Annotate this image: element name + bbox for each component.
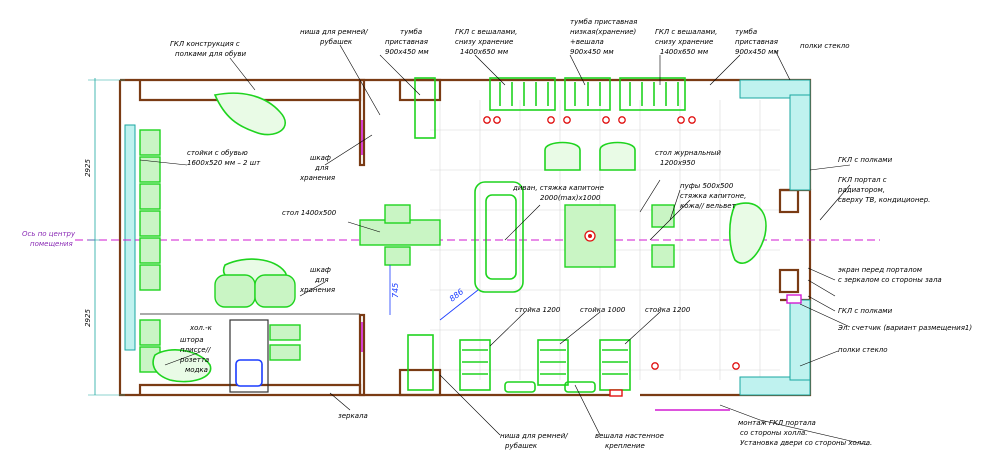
label-cabinet-top-3: хранения bbox=[299, 174, 335, 182]
label-rack-1000: стойка 1000 bbox=[580, 306, 626, 314]
label-cabinet-top-2: для bbox=[314, 164, 329, 172]
label-shoe-racks-2: 1600х520 мм – 2 шт bbox=[187, 159, 261, 167]
label-gkl-shelves-r2: ГКЛ с полками bbox=[838, 307, 893, 315]
decor-blobs bbox=[152, 92, 767, 383]
glass-shelf-top bbox=[739, 79, 811, 99]
label-portal-mount-3: Установка двери со стороны холла. bbox=[740, 439, 872, 447]
label-curtain: штора bbox=[180, 336, 204, 344]
label-sofa-2: 2000(max)х1000 bbox=[540, 194, 601, 202]
label-cabinet-bottom: шкаф bbox=[310, 266, 331, 274]
label-glass-shelves-top: полки стекло bbox=[800, 42, 850, 50]
label-curtain-4: модка bbox=[185, 366, 208, 374]
dimension-886: 886 bbox=[448, 287, 466, 304]
poufs bbox=[651, 204, 675, 268]
label-poufs: пуфы 500х500 bbox=[680, 182, 734, 190]
label-fridge: хол.-к bbox=[189, 324, 213, 332]
label-screen: экран перед порталом bbox=[838, 266, 923, 274]
label-magazine-table-2: 1200х950 bbox=[660, 159, 696, 167]
label-stand-low-2: низкая(хранение) bbox=[570, 28, 636, 36]
annotation-labels: ГКЛ конструкция с полками для обуви ниша… bbox=[22, 18, 972, 450]
label-poufs-3: кожа// вельвет bbox=[680, 202, 737, 210]
label-cabinet-top: шкаф bbox=[310, 154, 331, 162]
label-electric-meter: Эл. счетчик (вариант размещения1) bbox=[837, 324, 972, 332]
glass-shelf-right-top bbox=[789, 94, 811, 191]
label-cabinet-bottom-3: хранения bbox=[299, 286, 335, 294]
label-gkl-hangers-1: ГКЛ с вешалами, bbox=[455, 28, 517, 36]
label-rack-1200a: стойка 1200 bbox=[515, 306, 561, 314]
glass-shelves bbox=[124, 79, 811, 396]
label-stand-top-right: тумба bbox=[735, 28, 757, 36]
label-stand-low-3: +вешала bbox=[570, 38, 604, 46]
label-gkl-shoe-shelves: ГКЛ конструкция с bbox=[170, 40, 240, 48]
label-niche-belts-top-2: рубашек bbox=[319, 38, 353, 46]
top-hangers bbox=[414, 77, 686, 139]
shoe-wall-glass bbox=[124, 124, 136, 351]
label-stand-top-left-3: 900х450 мм bbox=[385, 48, 429, 56]
left-dimensions bbox=[88, 78, 125, 396]
label-portal-mount-2: со стороны холла. bbox=[740, 429, 808, 437]
label-shoe-racks: стойки с обувью bbox=[187, 149, 248, 157]
label-gkl-hangers-1c: 1400х650 мм bbox=[460, 48, 509, 56]
label-mirrors: зеркала bbox=[338, 412, 368, 420]
label-gkl-shoe-shelves-2: полками для обуви bbox=[175, 50, 247, 58]
table-1400x500 bbox=[359, 204, 441, 266]
label-niche-belts-top: ниша для ремней/ bbox=[300, 28, 368, 36]
dimension-745: 745 bbox=[391, 283, 400, 298]
label-table: стол 1400х500 bbox=[282, 209, 337, 217]
label-curtain-2: плиссе// bbox=[180, 346, 211, 354]
label-stand-low: тумба приставная bbox=[570, 18, 637, 26]
armchairs-top bbox=[544, 141, 636, 171]
label-cabinet-bottom-2: для bbox=[314, 276, 329, 284]
label-wall-hanger: вешала настенное bbox=[595, 432, 664, 440]
magazine-table bbox=[564, 204, 616, 268]
label-wall-hanger-2: крепление bbox=[605, 442, 645, 450]
label-stand-low-4: 900х450 мм bbox=[570, 48, 614, 56]
label-stand-top-right-2: приставная bbox=[735, 38, 778, 46]
label-gkl-hangers-2c: 1400х650 мм bbox=[660, 48, 709, 56]
label-magazine-table: стол журнальный bbox=[655, 149, 721, 157]
label-axis: Ось по центру bbox=[22, 230, 76, 238]
label-sofa: диван, стяжка капитоне bbox=[512, 184, 604, 192]
label-portal-mount: монтаж ГКЛ портала bbox=[738, 419, 816, 427]
doors bbox=[361, 120, 730, 411]
label-rack-1200b: стойка 1200 bbox=[645, 306, 691, 314]
dim-745-886 bbox=[389, 265, 479, 321]
label-gkl-hangers-2b: снизу хранение bbox=[655, 38, 713, 46]
glass-shelf-bottom bbox=[739, 376, 811, 396]
label-curtain-3: розетта bbox=[179, 356, 209, 364]
label-glass-shelves-bottom: полки стекло bbox=[838, 346, 888, 354]
label-gkl-hangers-1b: снизу хранение bbox=[455, 38, 513, 46]
walls bbox=[118, 78, 812, 397]
sockets bbox=[483, 116, 802, 397]
label-gkl-hangers-2: ГКЛ с вешалами, bbox=[655, 28, 717, 36]
dimension-left-bottom: 2925 bbox=[84, 309, 92, 327]
sofa bbox=[474, 181, 524, 293]
label-stand-top-left: тумба bbox=[400, 28, 422, 36]
label-axis-2: помещения bbox=[30, 240, 73, 248]
dimension-left-top: 2925 bbox=[84, 159, 92, 177]
label-gkl-portal: ГКЛ портал с bbox=[838, 176, 887, 184]
label-poufs-2: стяжка капитоне, bbox=[680, 192, 746, 200]
leader-lines bbox=[139, 44, 869, 446]
label-niche-belts-bottom: ниша для ремней/ bbox=[500, 432, 568, 440]
label-gkl-portal-3: сверху ТВ, кондиционер. bbox=[838, 196, 930, 204]
armchairs-left bbox=[214, 274, 296, 308]
label-stand-top-left-2: приставная bbox=[385, 38, 428, 46]
label-screen-2: с зеркалом со стороны зала bbox=[838, 276, 942, 284]
label-niche-belts-bottom-2: рубашек bbox=[504, 442, 538, 450]
bottom-racks bbox=[407, 334, 631, 393]
fridge-box bbox=[229, 319, 269, 393]
label-stand-top-right-3: 900х450 мм bbox=[735, 48, 779, 56]
label-gkl-shelves-r1: ГКЛ с полками bbox=[838, 156, 893, 164]
glass-shelf-right-bottom bbox=[789, 299, 811, 381]
label-gkl-portal-2: радиатором, bbox=[837, 186, 885, 194]
shoe-racks bbox=[139, 129, 301, 373]
